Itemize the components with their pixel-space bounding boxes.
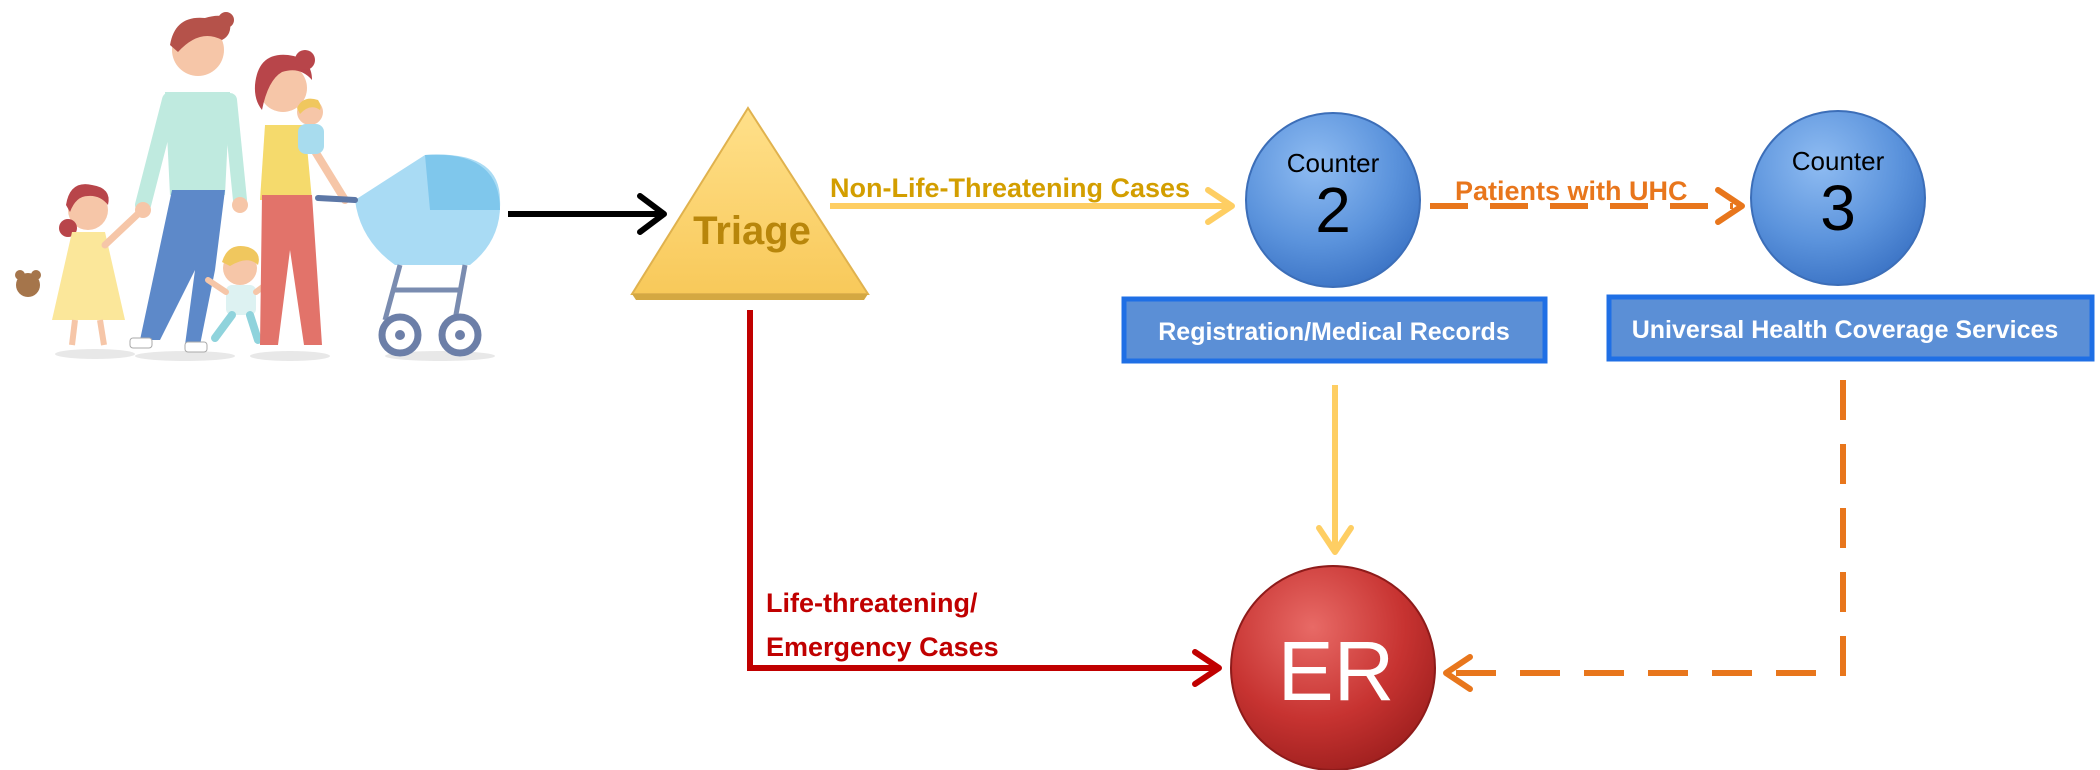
arrow-emergency: Life-threatening/ Emergency Cases <box>747 310 1222 687</box>
counter-3-number: 3 <box>1820 172 1856 244</box>
emergency-label-line1: Life-threatening/ <box>766 588 978 618</box>
counter-2-number: 2 <box>1315 174 1351 246</box>
counter-3-caption: Counter <box>1792 146 1885 176</box>
counter-3-node: Counter 3 <box>1750 110 1926 286</box>
non-life-threatening-label: Non-Life-Threatening Cases <box>830 173 1190 203</box>
family-with-stroller-icon <box>15 12 501 361</box>
arrow-registration-to-er <box>1316 385 1354 555</box>
registration-box: Registration/Medical Records <box>1121 296 1548 364</box>
counter-2-node: Counter 2 <box>1245 112 1421 288</box>
uhc-services-label: Universal Health Coverage Services <box>1632 316 2059 344</box>
counter-2-caption: Counter <box>1287 148 1380 178</box>
er-node: ER <box>1230 565 1436 770</box>
triage-node: Triage <box>630 106 870 300</box>
registration-label: Registration/Medical Records <box>1158 318 1509 346</box>
uhc-services-box: Universal Health Coverage Services <box>1606 294 2095 362</box>
arrow-family-to-triage <box>508 193 667 235</box>
patients-with-uhc-label: Patients with UHC <box>1455 176 1688 206</box>
arrow-patients-with-uhc: Patients with UHC <box>1430 176 1745 225</box>
er-label: ER <box>1278 624 1395 718</box>
emergency-label-line2: Emergency Cases <box>766 632 999 662</box>
triage-label: Triage <box>693 209 811 253</box>
arrow-non-life-threatening: Non-Life-Threatening Cases <box>830 173 1235 225</box>
arrow-uhc-to-er <box>1443 380 1846 692</box>
